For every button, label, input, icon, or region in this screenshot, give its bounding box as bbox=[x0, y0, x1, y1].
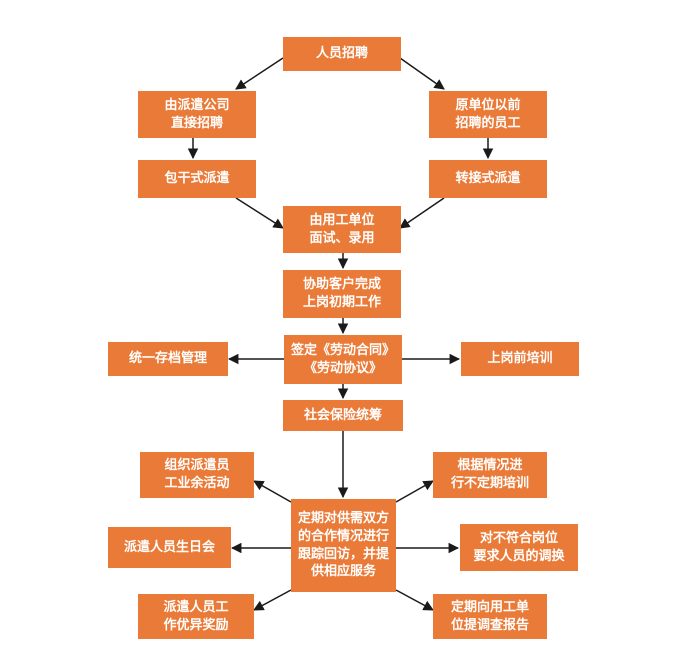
node-agency-direct: 由派遣公司 直接招聘 bbox=[138, 91, 256, 138]
node-reassign: 对不符合岗位 要求人员的调换 bbox=[460, 524, 578, 571]
node-survey-report: 定期向用工单 位提调查报告 bbox=[433, 594, 547, 639]
node-full-dispatch: 包干式派遣 bbox=[138, 160, 256, 198]
arrow-followup-to-report bbox=[395, 589, 434, 611]
node-regular-followup: 定期对供需双方 的合作情况进行 跟踪回访，并提 供相应服务 bbox=[291, 499, 396, 592]
node-employer-interview: 由用工单位 面试、录用 bbox=[283, 206, 401, 253]
node-excellence-award: 派遣人员工 作优异奖励 bbox=[138, 594, 254, 639]
arrow-recruit-to-agency bbox=[235, 57, 284, 90]
arrow-recruit-to-former bbox=[399, 57, 445, 90]
arrow-followup-to-award bbox=[253, 589, 292, 611]
node-sign-contract: 签定《劳动合同》 《劳动协议》 bbox=[284, 335, 402, 384]
node-recruit: 人员招聘 bbox=[283, 37, 401, 71]
node-leisure-activities: 组织派遣员 工业余活动 bbox=[140, 452, 254, 498]
arrow-followup-to-leisure bbox=[253, 480, 292, 503]
node-archive-mgmt: 统一存档管理 bbox=[108, 342, 228, 376]
node-birthday-party: 派遣人员生日会 bbox=[108, 527, 231, 568]
node-assist-client: 协助客户完成 上岗初期工作 bbox=[283, 270, 401, 318]
node-pre-job-training: 上岗前培训 bbox=[461, 342, 579, 376]
arrow-full-to-interview bbox=[235, 197, 284, 229]
node-former-staff: 原单位以前 招聘的员工 bbox=[429, 91, 547, 138]
node-irregular-training: 根据情况进 行不定期培训 bbox=[433, 452, 547, 498]
arrow-transfer-to-interview bbox=[399, 197, 445, 229]
arrow-followup-to-irregular bbox=[395, 480, 434, 503]
node-social-insurance: 社会保险统筹 bbox=[283, 400, 403, 431]
node-transfer-dispatch: 转接式派遣 bbox=[429, 160, 547, 198]
